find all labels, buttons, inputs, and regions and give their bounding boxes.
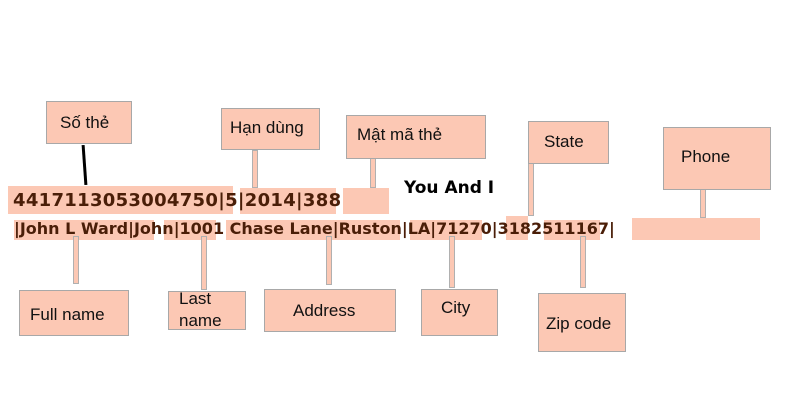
last-name-label: Last name [168, 289, 246, 330]
customer-data-line: |John L Ward|John|1001 Chase Lane|Ruston… [14, 219, 615, 238]
last-name-connector [201, 236, 207, 290]
address-label: Address [264, 289, 396, 332]
state-connector [528, 157, 534, 216]
expiry-connector [252, 150, 258, 188]
card-data-line: 4417113053004750|5|2014|388 [13, 190, 342, 211]
zip-code-connector [580, 236, 586, 288]
phone-label: Phone [663, 127, 771, 190]
full-name-highlight [14, 220, 154, 240]
cvv-highlight [343, 188, 389, 214]
zip-code-highlight [544, 220, 600, 240]
expiry-label: Hạn dùng [221, 108, 320, 150]
state-label: State [528, 121, 609, 164]
state-highlight [506, 216, 528, 240]
address-connector [326, 236, 332, 285]
address-highlight [226, 220, 400, 240]
city-highlight [410, 220, 482, 240]
cvv-label: Mật mã thẻ [346, 115, 486, 159]
city-label: City [421, 289, 498, 336]
card-number-connector [81, 144, 88, 186]
diagram-title: You And I [404, 178, 495, 198]
last-name-highlight [164, 220, 216, 240]
zip-code-label: Zip code [538, 293, 626, 352]
expiry-highlight [240, 188, 336, 214]
full-name-label: Full name [19, 290, 129, 336]
phone-highlight [632, 218, 760, 240]
card-number-highlight [8, 186, 233, 214]
card-number-label: Số thẻ [46, 101, 132, 144]
city-connector [449, 236, 455, 288]
full-name-connector [73, 236, 79, 284]
